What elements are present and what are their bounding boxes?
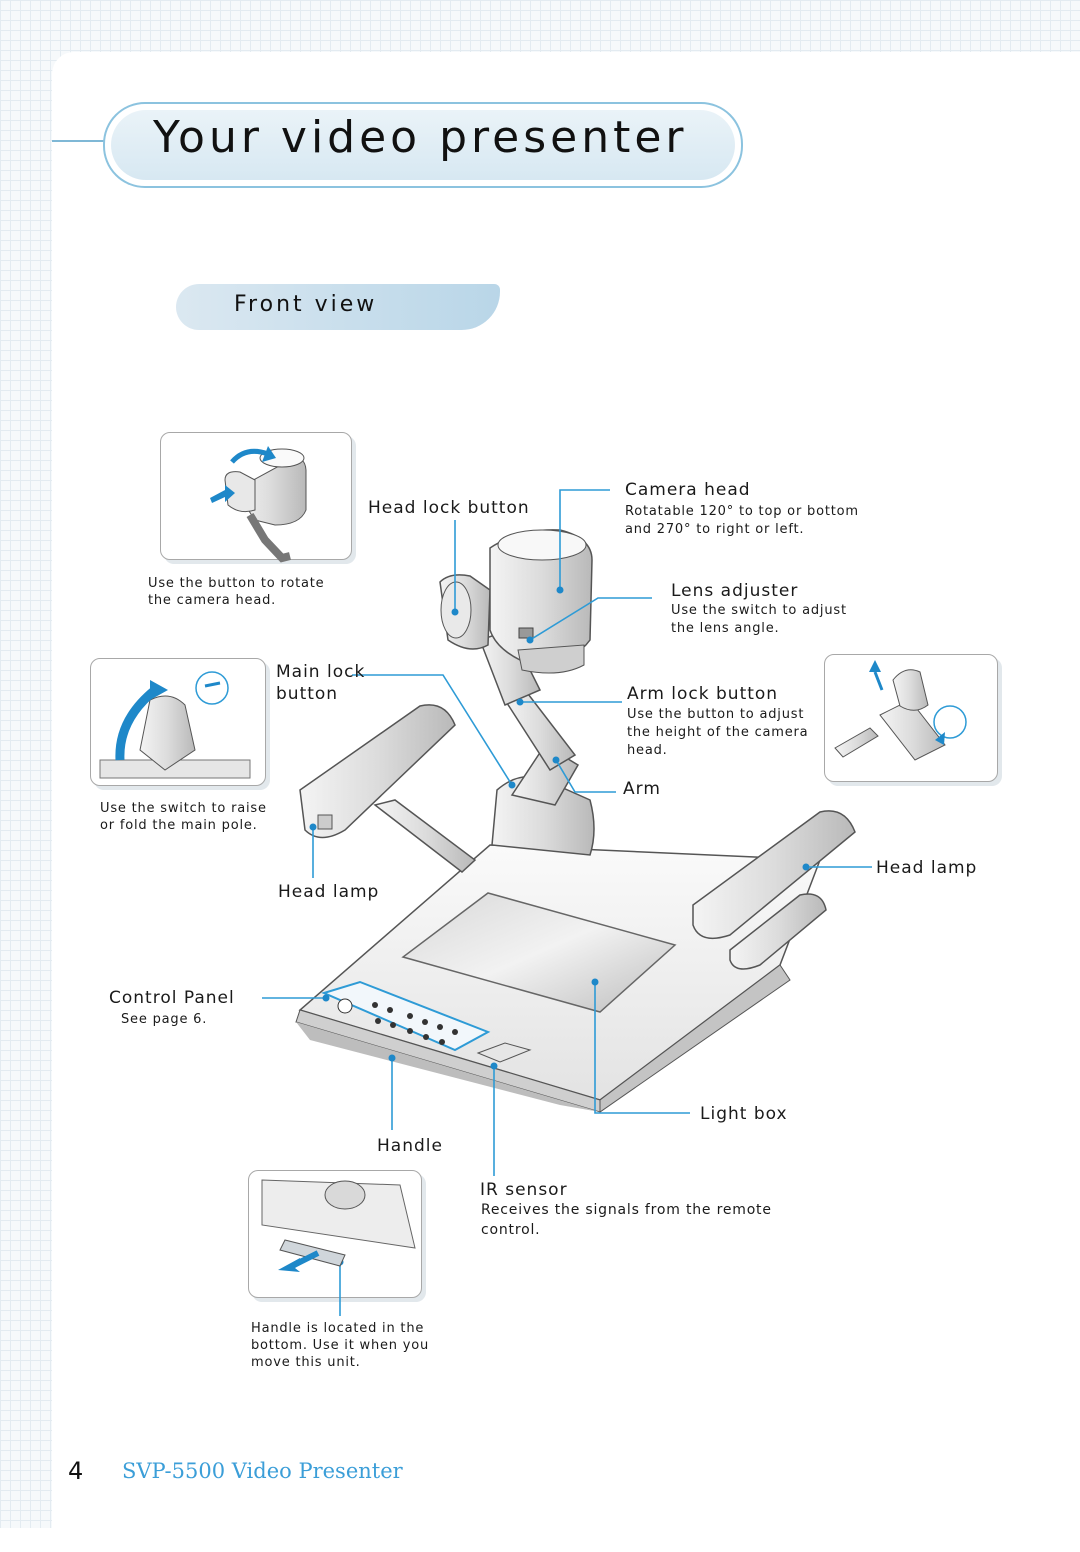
title-banner xyxy=(103,102,743,188)
desc-arm-lock-3: head. xyxy=(627,743,668,758)
desc-lens-adjuster-1: Use the switch to adjust xyxy=(671,603,847,618)
ir-sensor-window xyxy=(476,1042,532,1063)
label-main-lock-button-1: Main lock xyxy=(276,662,366,682)
page-title: Your video presenter xyxy=(153,112,688,163)
desc-ir-sensor-2: control. xyxy=(481,1222,541,1238)
main-pole-illustration xyxy=(99,671,251,779)
arm xyxy=(479,629,580,806)
label-ir-sensor: IR sensor xyxy=(480,1180,568,1200)
desc-control-panel: See page 6. xyxy=(121,1012,208,1027)
desc-camera-head-2: and 270° to right or left. xyxy=(625,522,805,537)
label-lens-adjuster: Lens adjuster xyxy=(671,581,799,601)
label-camera-head: Camera head xyxy=(625,480,751,500)
desc-ir-sensor-1: Receives the signals from the remote xyxy=(481,1202,772,1218)
label-main-lock-button-2: button xyxy=(276,684,339,704)
label-head-lock-button: Head lock button xyxy=(368,498,530,518)
desc-camera-head-1: Rotatable 120° to top or bottom xyxy=(625,504,859,519)
product-name: SVP-5500 Video Presenter xyxy=(122,1459,403,1483)
camera-head xyxy=(489,529,593,674)
desc-arm-lock-2: the height of the camera xyxy=(627,725,809,740)
label-arm: Arm xyxy=(623,779,661,799)
leader-dots xyxy=(309,586,810,1266)
label-head-lamp-left: Head lamp xyxy=(278,882,380,902)
label-arm-lock-button: Arm lock button xyxy=(627,684,779,704)
title-rule xyxy=(52,140,112,142)
leader-lines xyxy=(262,489,872,1316)
page-number: 4 xyxy=(68,1457,84,1485)
desc-arm-lock-1: Use the button to adjust xyxy=(627,707,805,722)
head-lamp-right xyxy=(692,810,856,970)
head-lamp-left xyxy=(299,704,477,873)
head-lock-unit xyxy=(439,574,491,650)
arm-lock-illustration xyxy=(834,660,967,761)
handle-illustration xyxy=(261,1179,416,1272)
camera-head-inset-caption: Use the button to rotate the camera head… xyxy=(148,576,325,608)
label-control-panel: Control Panel xyxy=(109,988,235,1008)
camera-rotate-illustration xyxy=(210,446,307,563)
desc-lens-adjuster-2: the lens angle. xyxy=(671,621,780,636)
control-panel xyxy=(321,980,491,1052)
label-light-box: Light box xyxy=(700,1104,788,1124)
handle-inset-caption: Handle is located in the bottom. Use it … xyxy=(251,1321,430,1370)
section-banner xyxy=(176,284,500,330)
main-pole-inset-caption: Use the switch to raise or fold the main… xyxy=(100,801,267,833)
label-head-lamp-right: Head lamp xyxy=(876,858,978,878)
section-title: Front view xyxy=(234,292,378,317)
light-box xyxy=(401,892,677,1013)
label-handle: Handle xyxy=(377,1136,443,1156)
